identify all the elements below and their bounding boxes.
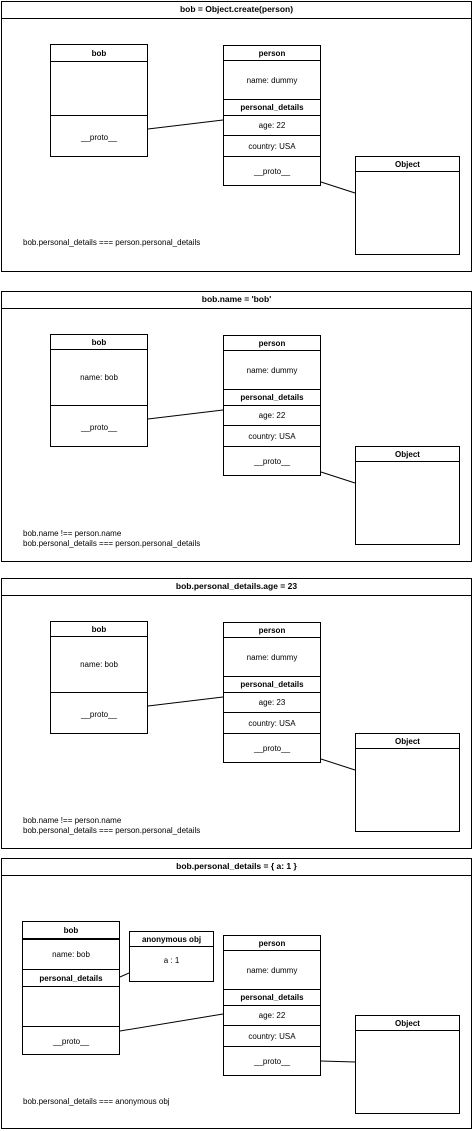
person-header: person <box>224 336 320 351</box>
panel-title: bob.personal_details = { a: 1 } <box>2 859 471 876</box>
note-line: bob.name !== person.name <box>23 816 122 825</box>
bob-name: name: bob <box>80 659 118 669</box>
person-object: person name: dummy personal_details age:… <box>223 622 321 763</box>
bob-object: bob name: bob personal_details __proto__ <box>22 921 120 1055</box>
person-country: country: USA <box>224 425 320 446</box>
panel-notes: bob.personal_details === anonymous obj <box>23 1097 170 1107</box>
panel-title: bob = Object.create(person) <box>2 2 471 19</box>
person-object: person name: dummy personal_details age:… <box>223 935 321 1076</box>
bob-proto: __proto__ <box>51 692 147 735</box>
person-details-header: personal_details <box>224 99 320 116</box>
panel-title: bob.name = 'bob' <box>2 292 471 309</box>
bob-proto: __proto__ <box>51 115 147 158</box>
bob-header: bob <box>51 45 147 62</box>
person-details-header: personal_details <box>224 389 320 406</box>
object-header: Object <box>356 447 459 462</box>
bob-header: bob <box>51 622 147 637</box>
person-object: person name: dummy personal_details age:… <box>223 45 321 186</box>
anon-header: anonymous obj <box>130 932 213 947</box>
person-header: person <box>224 46 320 61</box>
object-header: Object <box>356 734 459 749</box>
bob-header: bob <box>51 335 147 350</box>
bob-proto: __proto__ <box>51 405 147 448</box>
note-line: bob.personal_details === person.personal… <box>23 826 201 835</box>
object-prototype: Object <box>355 156 460 255</box>
bob-name: name: bob <box>52 950 90 959</box>
bob-proto: __proto__ <box>23 1026 119 1056</box>
person-proto: __proto__ <box>224 446 320 476</box>
object-header: Object <box>356 157 459 172</box>
person-header: person <box>224 623 320 638</box>
person-proto: __proto__ <box>224 733 320 763</box>
bob-details-header: personal_details <box>23 969 119 987</box>
person-age: age: 22 <box>258 410 286 420</box>
bob-object: bob __proto__ <box>50 44 148 157</box>
bob-name <box>51 62 147 114</box>
person-name: name: dummy <box>246 652 298 662</box>
bob-name: name: bob <box>80 372 118 382</box>
panel-notes: bob.personal_details === person.personal… <box>23 238 200 248</box>
object-prototype: Object <box>355 1015 460 1114</box>
person-age: age: 23 <box>258 697 286 707</box>
bob-header: bob <box>23 922 119 940</box>
object-header: Object <box>356 1016 459 1031</box>
person-proto: __proto__ <box>224 1046 320 1076</box>
note-line: bob.personal_details === person.personal… <box>23 238 201 247</box>
person-header: person <box>224 936 320 951</box>
person-country: country: USA <box>224 712 320 733</box>
person-country: country: USA <box>224 135 320 156</box>
person-details-header: personal_details <box>224 676 320 693</box>
person-name: name: dummy <box>246 365 298 375</box>
person-details-header: personal_details <box>224 989 320 1006</box>
person-object: person name: dummy personal_details age:… <box>223 335 321 476</box>
object-prototype: Object <box>355 733 460 832</box>
anon-value: a : 1 <box>163 955 180 965</box>
person-country: country: USA <box>224 1025 320 1046</box>
bob-object: bob name: bob __proto__ <box>50 334 148 447</box>
note-line: bob.personal_details === person.personal… <box>23 539 201 548</box>
person-proto: __proto__ <box>224 156 320 186</box>
panel-notes: bob.name !== person.name bob.personal_de… <box>23 816 200 836</box>
anonymous-object: anonymous obj a : 1 <box>129 931 214 982</box>
person-age: age: 22 <box>258 120 286 130</box>
person-name: name: dummy <box>246 75 298 85</box>
panel-notes: bob.name !== person.name bob.personal_de… <box>23 529 200 549</box>
note-line: bob.personal_details === anonymous obj <box>23 1097 170 1106</box>
panel-title: bob.personal_details.age = 23 <box>2 579 471 596</box>
person-age: age: 22 <box>258 1010 286 1020</box>
note-line: bob.name !== person.name <box>23 529 122 538</box>
bob-object: bob name: bob __proto__ <box>50 621 148 734</box>
person-name: name: dummy <box>246 965 298 975</box>
object-prototype: Object <box>355 446 460 545</box>
